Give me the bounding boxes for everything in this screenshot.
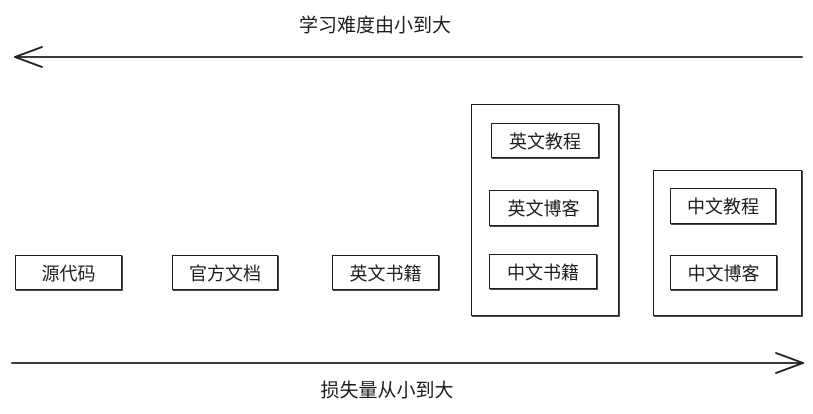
item-english-tutorials: 英文教程 xyxy=(491,123,599,158)
bottom-axis-label: 损失量从小到大 xyxy=(320,379,454,402)
top-arrow xyxy=(14,46,803,68)
item-official-docs: 官方文档 xyxy=(172,255,278,290)
item-english-blogs: 英文博客 xyxy=(489,190,598,226)
item-source-code: 源代码 xyxy=(15,255,122,290)
item-chinese-blogs: 中文博客 xyxy=(670,255,777,290)
group-english-resources xyxy=(471,104,619,316)
item-english-books: 英文书籍 xyxy=(332,255,439,290)
bottom-arrow xyxy=(11,352,804,374)
group-chinese-resources xyxy=(653,170,802,316)
item-chinese-tutorials: 中文教程 xyxy=(670,188,776,224)
item-chinese-books: 中文书籍 xyxy=(489,254,597,289)
top-axis-label: 学习难度由小到大 xyxy=(298,14,452,37)
